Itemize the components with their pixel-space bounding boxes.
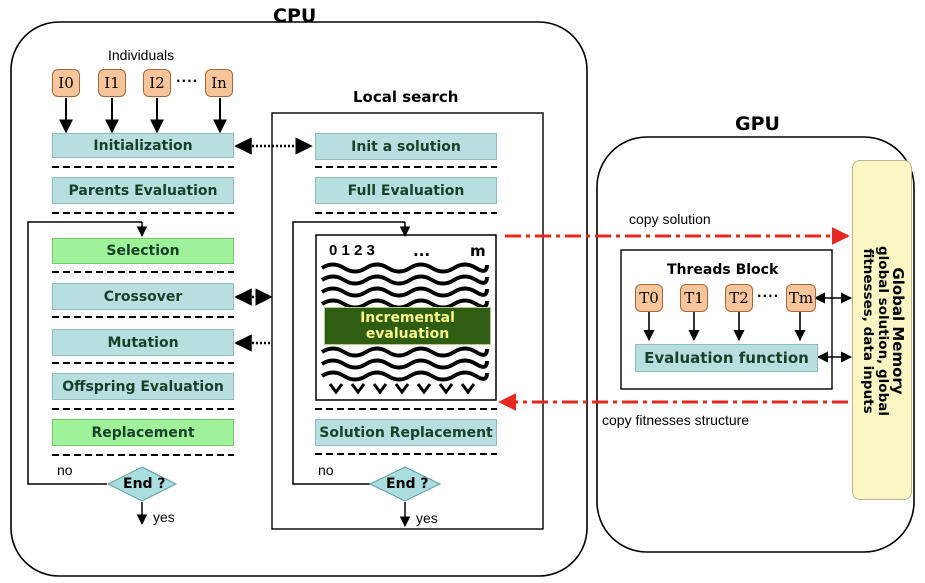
ls-end-decision	[368, 466, 442, 502]
global-memory-line-3: fitnesses, data inputs	[860, 248, 877, 414]
ls-end-label: End ?	[386, 476, 429, 492]
offspring-evaluation-step: Offspring Evaluation	[52, 373, 234, 400]
selection-step: Selection	[52, 238, 234, 264]
move-indices: 0 1 2 3	[329, 242, 375, 259]
copy-solution-label: copy solution	[629, 211, 711, 227]
incremental-chevrons	[328, 383, 476, 395]
ls-loop-line	[292, 221, 405, 485]
cpu-title: CPU	[273, 5, 317, 27]
global-memory-label: Global Memory global solution, global fi…	[853, 161, 913, 501]
threads-ellipsis: ····	[757, 289, 780, 303]
cpu-no-label: no	[57, 462, 73, 478]
cpu-yes-label: yes	[153, 509, 175, 525]
local-search-container	[271, 112, 544, 530]
individual-i0: I0	[52, 69, 80, 97]
threads-block-title: Threads Block	[667, 262, 779, 278]
full-evaluation-step: Full Evaluation	[315, 177, 497, 204]
evaluation-function-box: Evaluation function	[635, 344, 818, 372]
individuals-label: Individuals	[108, 47, 175, 63]
individuals-ellipsis: ····	[176, 74, 199, 88]
cpu-end-label: End ?	[123, 476, 166, 492]
global-memory-box: Global Memory global solution, global fi…	[852, 160, 912, 500]
cpu-end-decision	[106, 466, 178, 502]
global-memory-title: Global Memory	[889, 267, 908, 395]
copy-fitnesses-label: copy fitnesses structure	[602, 412, 750, 428]
cpu-loop-line	[27, 221, 142, 485]
replacement-step: Replacement	[52, 419, 234, 446]
parents-evaluation-step: Parents Evaluation	[52, 177, 234, 204]
solution-replacement-step: Solution Replacement	[315, 419, 497, 446]
threads-block-container	[620, 249, 833, 390]
ls-yes-label: yes	[416, 510, 438, 526]
individual-in: In	[205, 69, 233, 97]
thread-t0: T0	[635, 284, 663, 312]
incremental-wave-lower	[320, 346, 489, 382]
thread-tm: Tm	[786, 284, 816, 312]
cpu-container	[10, 21, 588, 577]
move-m-label: m	[470, 242, 486, 260]
incremental-evaluation-box: Incremental evaluation	[324, 307, 491, 345]
individual-i1: I1	[98, 69, 126, 97]
initialization-step: Initialization	[52, 133, 234, 158]
thread-t2: T2	[725, 284, 753, 312]
init-solution-step: Init a solution	[315, 133, 497, 160]
mutation-step: Mutation	[52, 329, 234, 356]
local-search-title: Local search	[353, 88, 459, 106]
thread-t1: T1	[680, 284, 708, 312]
local-search-separators	[315, 166, 497, 455]
incremental-evaluation-line-1: Incremental	[360, 310, 455, 326]
incremental-evaluation-line-2: evaluation	[365, 326, 450, 342]
crossover-step: Crossover	[52, 283, 234, 310]
move-ellipsis: ...	[413, 242, 431, 260]
gpu-title: GPU	[735, 113, 780, 135]
ls-no-label: no	[318, 462, 334, 478]
gpu-container	[596, 136, 915, 553]
incremental-wave-upper	[320, 262, 489, 310]
global-memory-line-2: global solution, global	[875, 246, 892, 416]
individual-i2: I2	[143, 69, 171, 97]
cpu-separators	[52, 166, 234, 456]
